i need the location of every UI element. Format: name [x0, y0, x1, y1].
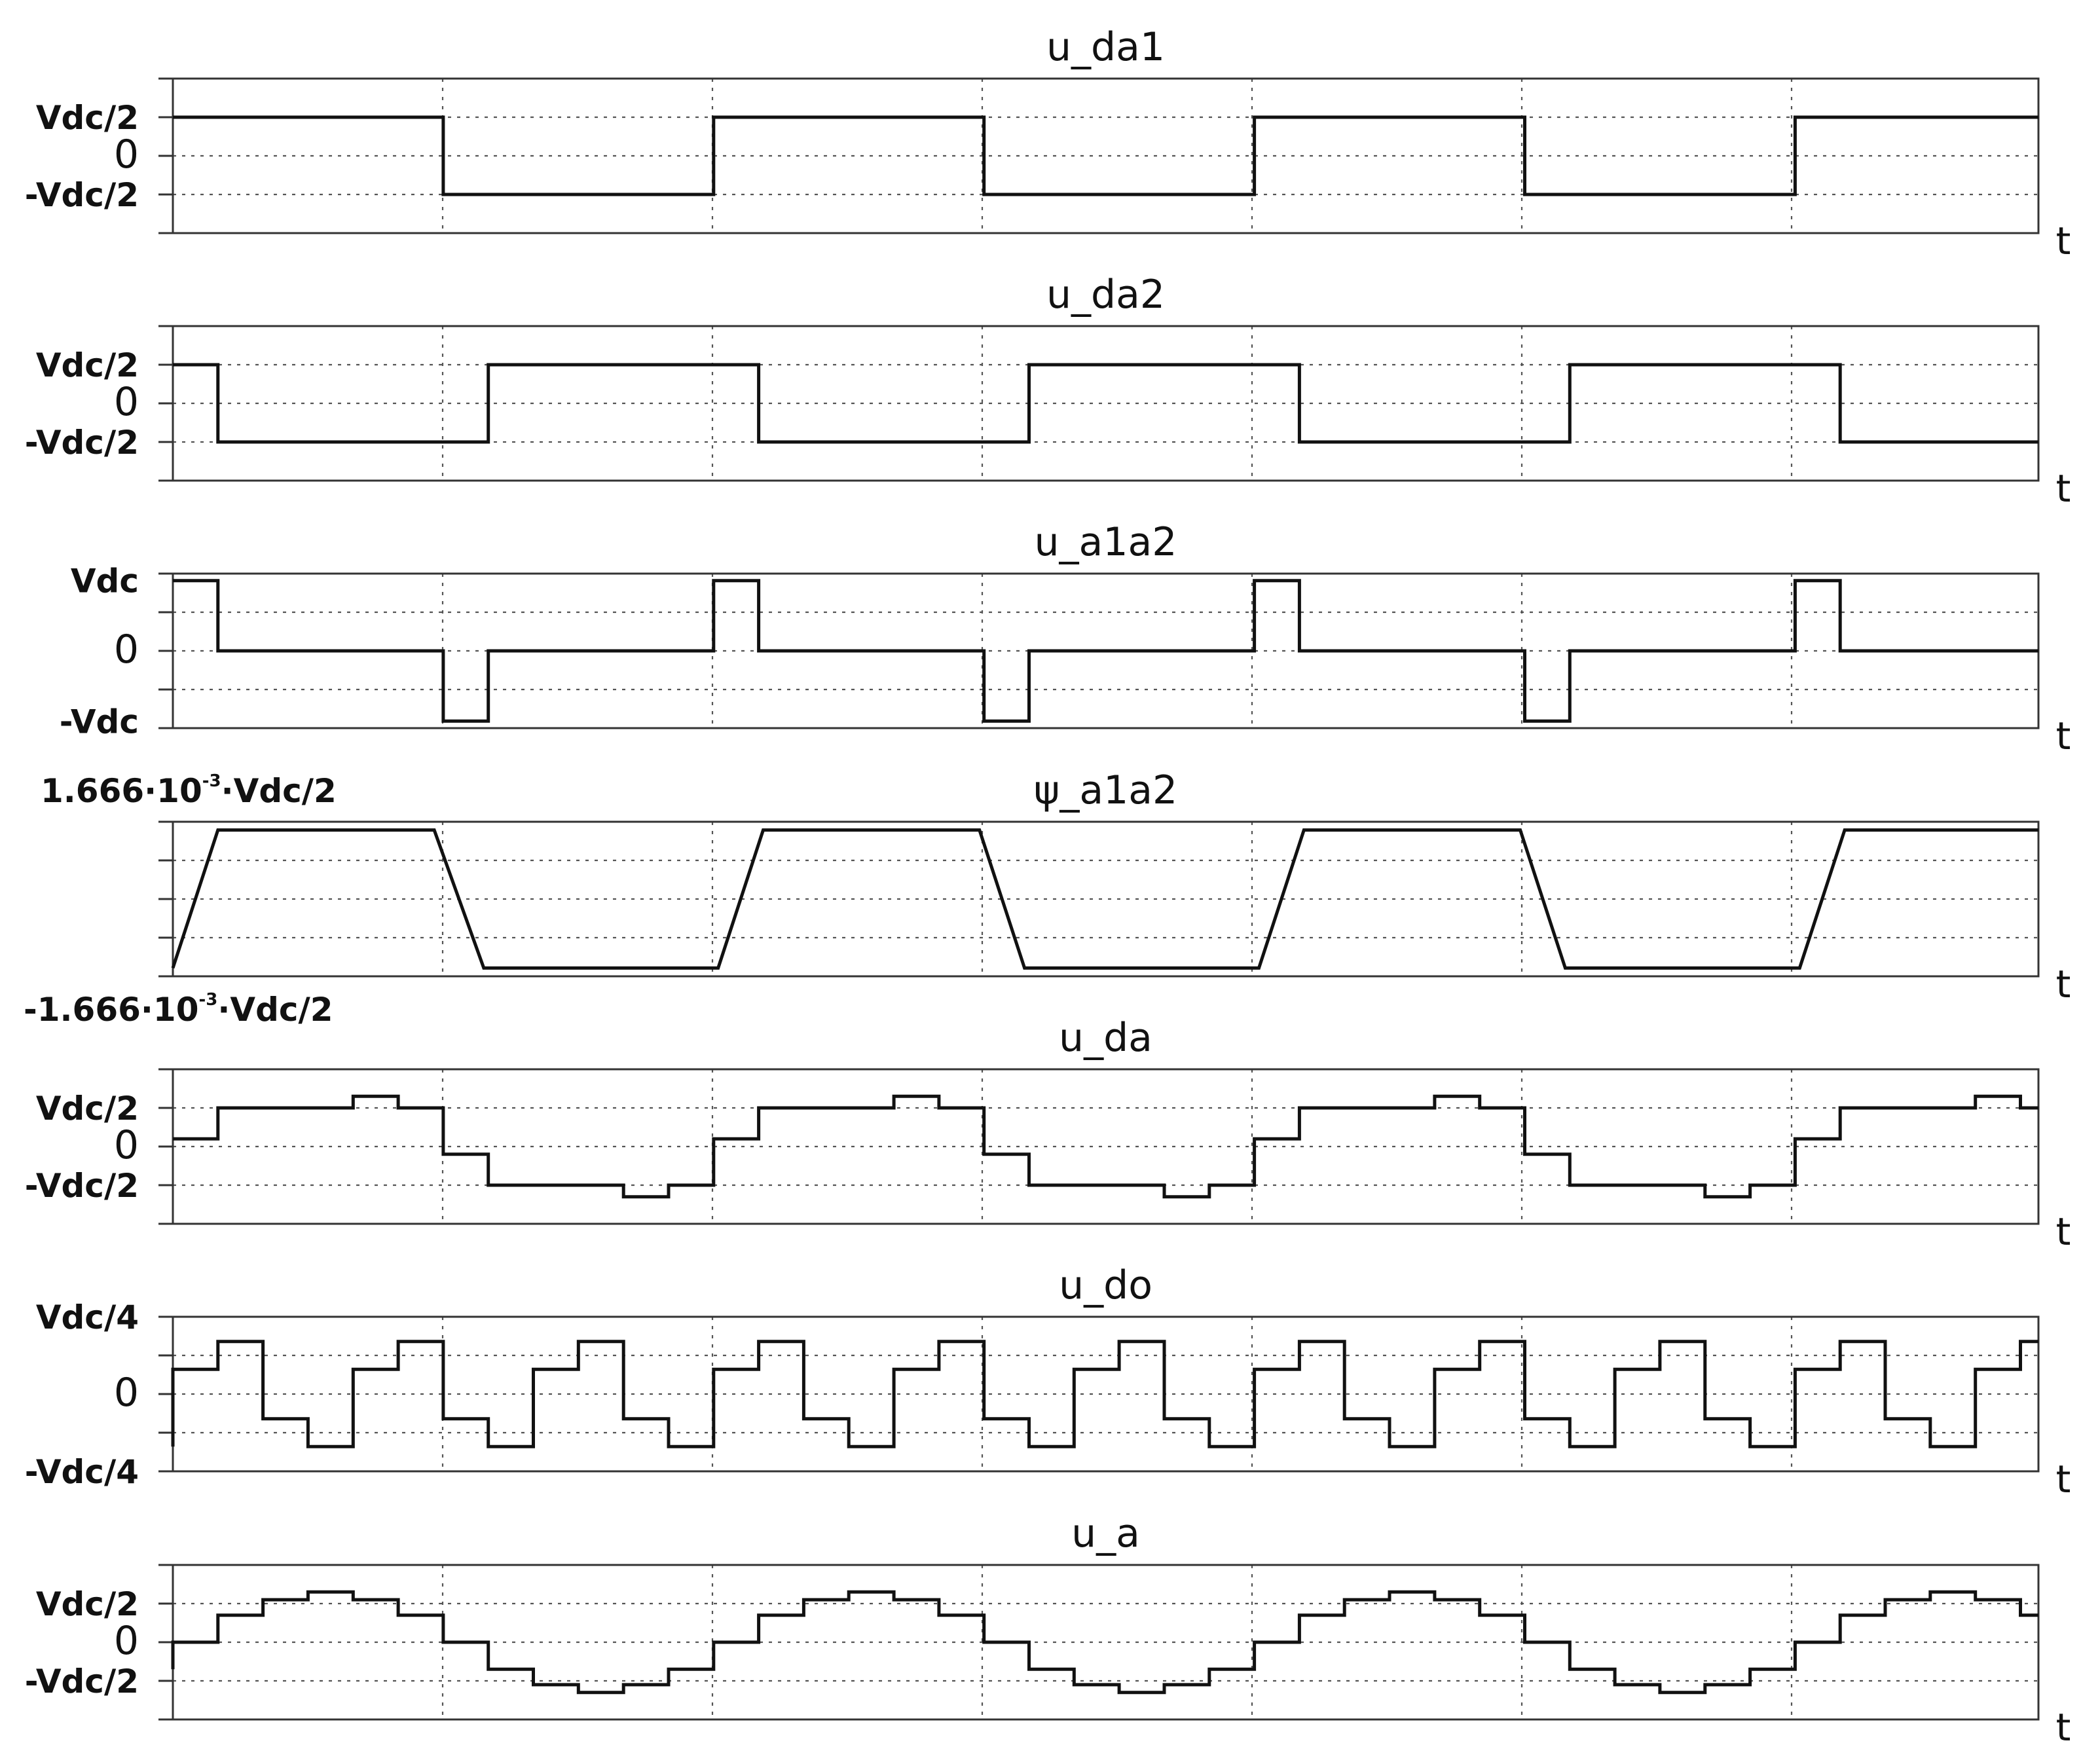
panel-title: u_do [1059, 1262, 1152, 1308]
y-tick-label: 0 [114, 1370, 139, 1416]
waveform-trace-6-0 [171, 1590, 2038, 1695]
y-tick-label: 0 [114, 1122, 139, 1168]
waveform-trace-1-0 [173, 363, 2038, 444]
panel-title: ψ_a1a2 [1034, 767, 1177, 813]
plot-frame [172, 1068, 2040, 1225]
y-tick-label: Vdc/2 [36, 99, 139, 137]
y-tick-label: -Vdc/2 [25, 1167, 139, 1205]
panel-title: u_a1a2 [1035, 519, 1177, 565]
x-axis-label: t [2056, 962, 2071, 1006]
y-ymax_label-label: 1.666·10-3·Vdc/2 [41, 771, 337, 810]
y-tick-label: -Vdc/2 [25, 176, 139, 214]
waveform-trace-5-0 [171, 1340, 2038, 1448]
panel-title: u_da2 [1046, 272, 1165, 318]
x-axis-label: t [2056, 219, 2071, 263]
y-tick-label: 0 [114, 132, 139, 177]
plot-frame [172, 820, 2040, 978]
waveform-trace-4-0 [173, 1094, 2038, 1199]
y-tick-label: Vdc/2 [36, 1090, 139, 1128]
plot-frame [172, 325, 2040, 482]
panel-3: ψ_a1a2 1.666·10-3·Vdc/2 -1.666·10-3·Vdc/2 t [24, 767, 2071, 1029]
x-axis-label: t [2056, 1457, 2071, 1501]
y-tick-label: Vdc [71, 562, 139, 600]
waveform-trace-2-0 [173, 579, 2038, 723]
x-axis-label: t [2056, 1705, 2071, 1750]
y-ymin_label-label: -1.666·10-3·Vdc/2 [24, 990, 333, 1029]
y-tick-label: Vdc/2 [36, 1585, 139, 1623]
y-tick-label: -Vdc/4 [25, 1453, 139, 1491]
x-axis-label: t [2056, 466, 2071, 511]
y-tick-label: 0 [114, 627, 139, 672]
waveform-trace-0-0 [173, 115, 2038, 196]
waveform-trace-3-0 [171, 828, 2038, 970]
y-tick-label: Vdc/4 [36, 1298, 139, 1336]
plot-frame [172, 77, 2040, 234]
y-tick-label: -Vdc [60, 703, 139, 741]
panel-title: u_da1 [1046, 24, 1165, 70]
x-axis-label: t [2056, 1209, 2071, 1254]
y-tick-label: 0 [114, 379, 139, 425]
x-axis-label: t [2056, 714, 2071, 758]
panel-title: u_a [1071, 1511, 1140, 1556]
y-tick-label: Vdc/2 [36, 346, 139, 384]
y-tick-label: -Vdc/2 [25, 1663, 139, 1700]
panel-title: u_da [1059, 1015, 1152, 1061]
y-tick-label: 0 [114, 1618, 139, 1664]
y-tick-label: -Vdc/2 [25, 424, 139, 462]
